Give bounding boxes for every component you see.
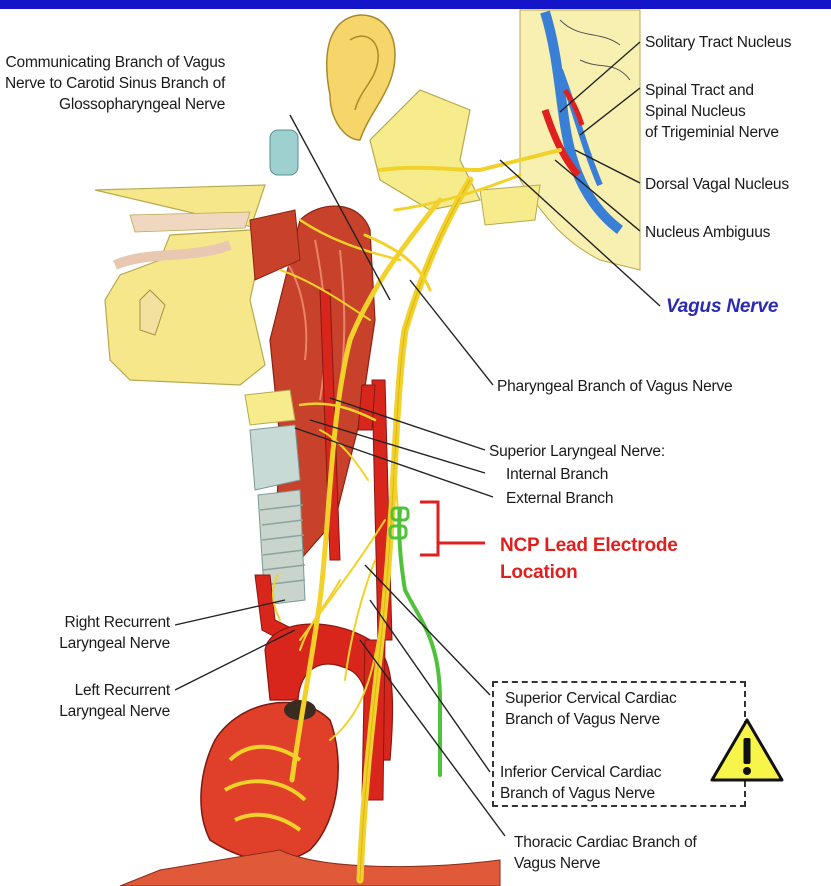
label-line: Superior Cervical Cardiac (505, 688, 677, 709)
label-right-recurrent-laryngeal: Right Recurrent Laryngeal Nerve (30, 612, 170, 654)
label-line: Branch of Vagus Nerve (500, 783, 661, 804)
label-line: NCP Lead Electrode (500, 532, 678, 559)
label-line: Thoracic Cardiac Branch of (514, 832, 697, 853)
label-pharyngeal-branch: Pharyngeal Branch of Vagus Nerve (497, 376, 732, 397)
label-line: Location (500, 559, 678, 586)
carotid-sinus (270, 130, 298, 175)
label-line: Vagus Nerve (514, 853, 697, 874)
label-line: Laryngeal Nerve (30, 633, 170, 654)
label-line: Nerve to Carotid Sinus Branch of (5, 73, 225, 94)
label-superior-cervical-cardiac: Superior Cervical Cardiac Branch of Vagu… (505, 688, 677, 730)
label-left-recurrent-laryngeal: Left Recurrent Laryngeal Nerve (25, 680, 170, 722)
label-solitary-tract-nucleus: Solitary Tract Nucleus (645, 32, 791, 53)
label-communicating-branch: Communicating Branch of Vagus Nerve to C… (5, 52, 225, 115)
ear (327, 15, 395, 140)
label-line: Glossopharyngeal Nerve (5, 94, 225, 115)
label-inferior-cervical-cardiac: Inferior Cervical Cardiac Branch of Vagu… (500, 762, 661, 804)
label-line: of Trigeminial Nerve (645, 122, 779, 143)
label-line: Spinal Nucleus (645, 101, 779, 122)
label-line: Left Recurrent (25, 680, 170, 701)
label-line: Inferior Cervical Cardiac (500, 762, 661, 783)
brainstem (520, 10, 640, 270)
jaw-and-face (95, 185, 265, 385)
ncp-bracket (420, 502, 485, 555)
label-spinal-tract: Spinal Tract and Spinal Nucleus of Trige… (645, 80, 779, 143)
label-internal-branch: Internal Branch (506, 464, 608, 485)
label-ncp-lead-electrode: NCP Lead Electrode Location (500, 532, 678, 586)
label-dorsal-vagal-nucleus: Dorsal Vagal Nucleus (645, 174, 789, 195)
label-line: Laryngeal Nerve (25, 701, 170, 722)
label-superior-laryngeal-nerve: Superior Laryngeal Nerve: (489, 441, 665, 462)
label-line: Right Recurrent (30, 612, 170, 633)
label-external-branch: External Branch (506, 488, 613, 509)
label-line: Branch of Vagus Nerve (505, 709, 677, 730)
label-line: Communicating Branch of Vagus (5, 52, 225, 73)
label-thoracic-cardiac-branch: Thoracic Cardiac Branch of Vagus Nerve (514, 832, 697, 874)
label-nucleus-ambiguus: Nucleus Ambiguus (645, 222, 770, 243)
warning-triangle-icon (708, 716, 786, 784)
ncp-lead-electrode (390, 508, 440, 775)
label-vagus-nerve: Vagus Nerve (666, 296, 778, 317)
label-line: Spinal Tract and (645, 80, 779, 101)
